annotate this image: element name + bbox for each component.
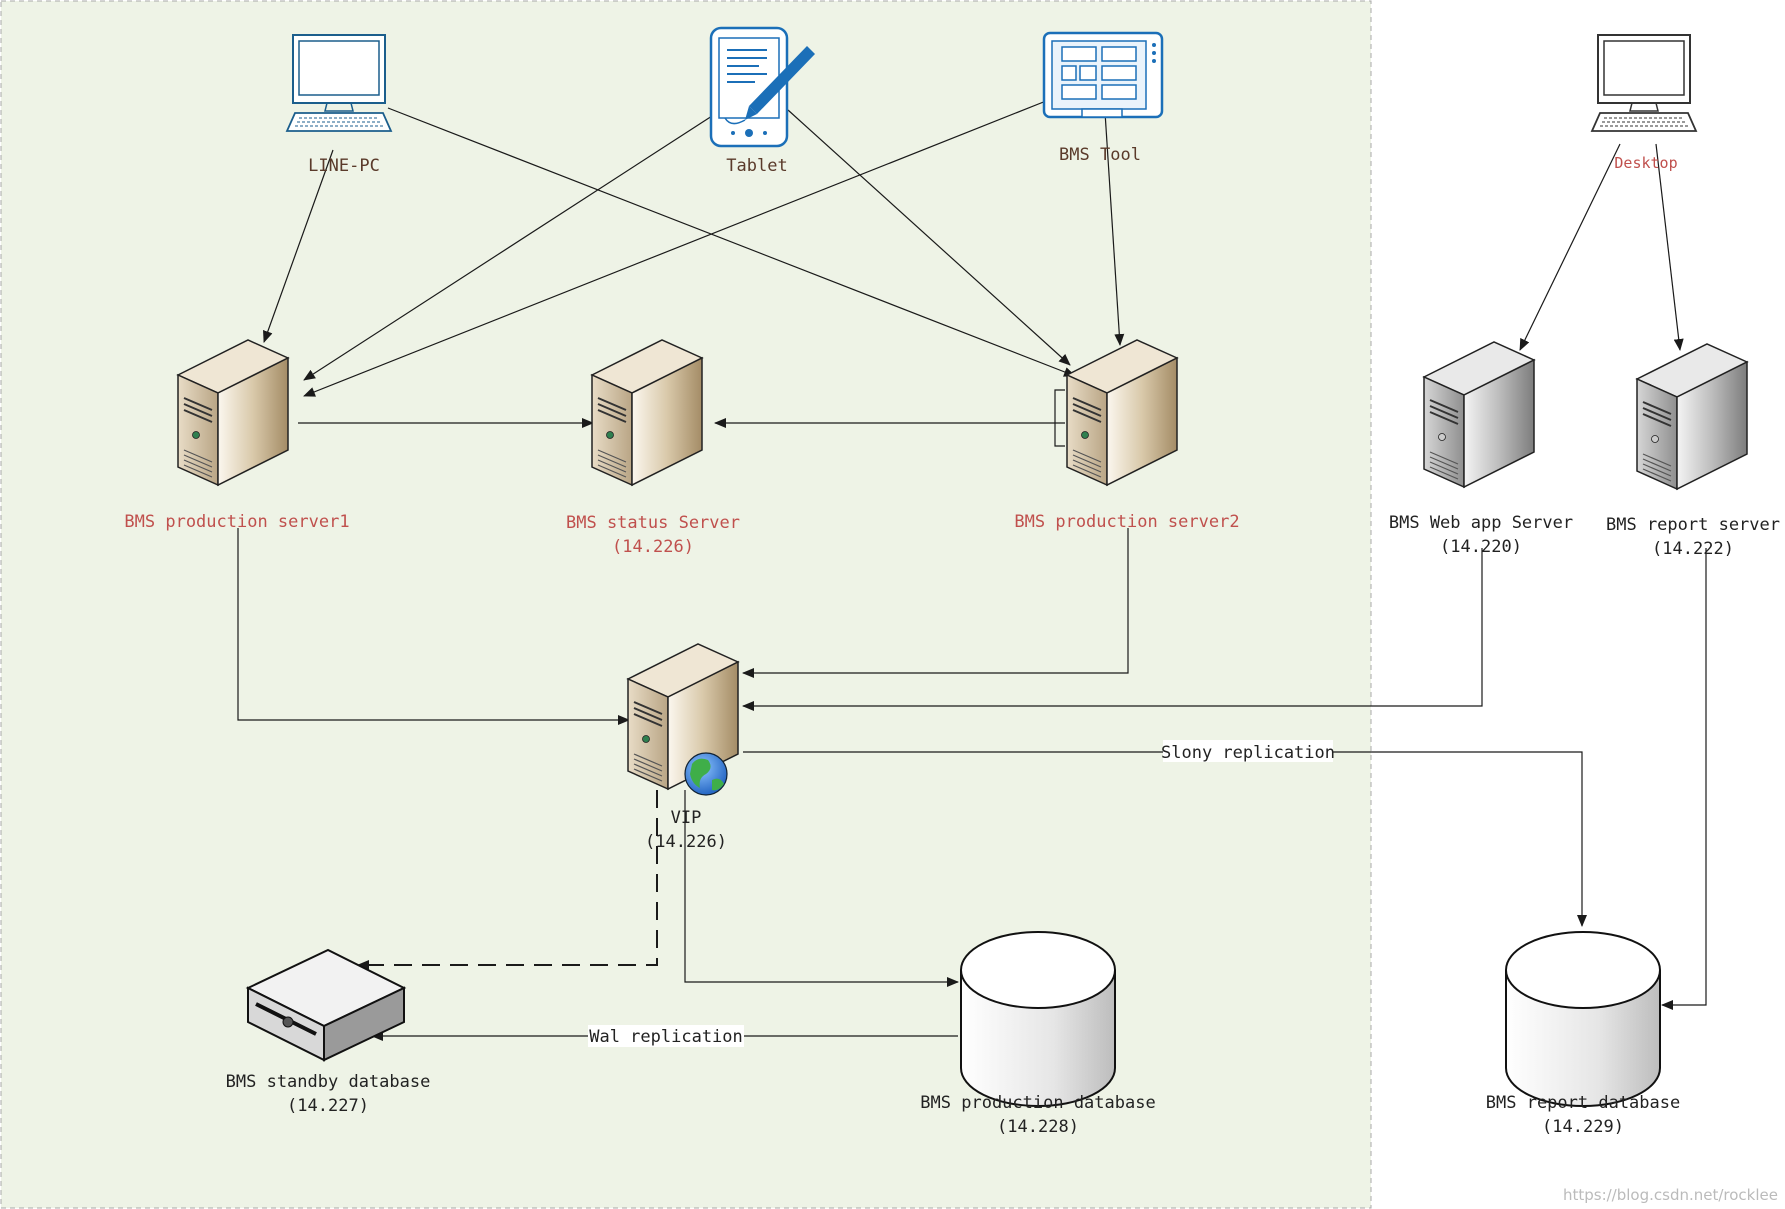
prod-server1-label: BMS production server1 bbox=[124, 512, 349, 532]
report-server-ip: (14.222) bbox=[1652, 539, 1734, 559]
webapp-server-ip: (14.220) bbox=[1440, 537, 1522, 557]
edge-server2-vip bbox=[742, 528, 1129, 678]
report-db-node[interactable]: BMS report database (14.229) bbox=[1486, 931, 1680, 1137]
edge-server2-status-bracket bbox=[1054, 389, 1065, 447]
edge-tool-server1 bbox=[303, 100, 1047, 397]
report-server-label: BMS report server bbox=[1606, 515, 1780, 535]
edge-reportserver-reportdb bbox=[1661, 548, 1707, 1010]
prod-db-node[interactable]: BMS production database (14.228) bbox=[920, 931, 1156, 1137]
webapp-server-node[interactable]: BMS Web app Server (14.220) bbox=[1389, 341, 1573, 557]
tablet-node[interactable]: Tablet bbox=[709, 26, 815, 176]
slony-label-bg bbox=[1163, 740, 1333, 762]
edge-linepc-server1 bbox=[263, 149, 334, 343]
tablet-label: Tablet bbox=[726, 156, 787, 176]
edge-desktop-webapp bbox=[1519, 143, 1621, 351]
edges bbox=[237, 100, 1707, 1041]
database-cylinder-icon bbox=[960, 931, 1116, 1107]
desktop-label: Desktop bbox=[1614, 154, 1677, 172]
edge-server1-vip bbox=[237, 528, 630, 725]
line-pc-node[interactable]: LINE-PC bbox=[286, 34, 392, 176]
wal-label-bg bbox=[588, 1025, 744, 1047]
report-db-label: BMS report database bbox=[1486, 1093, 1680, 1113]
wal-replication-label: Wal replication bbox=[589, 1027, 743, 1047]
server-tower-icon bbox=[1636, 343, 1748, 490]
desktop-computer-icon bbox=[286, 34, 392, 132]
tool-window-icon bbox=[1042, 31, 1164, 119]
status-server-ip: (14.226) bbox=[612, 537, 694, 557]
vip-node[interactable]: VIP (14.226) bbox=[627, 643, 739, 852]
watermark-text: https://blog.csdn.net/rocklee bbox=[1563, 1186, 1778, 1204]
desktop-computer-icon bbox=[1591, 34, 1697, 132]
status-server-node[interactable]: BMS status Server (14.226) bbox=[566, 339, 740, 557]
web-server-globe-icon bbox=[627, 643, 739, 796]
server-tower-icon bbox=[1423, 341, 1535, 488]
standby-db-label: BMS standby database bbox=[226, 1072, 431, 1092]
edge-tablet-server1 bbox=[303, 115, 713, 381]
edge-vip-standby bbox=[357, 790, 658, 970]
edge-linepc-server2 bbox=[387, 107, 1076, 377]
prod-server2-label: BMS production server2 bbox=[1014, 512, 1239, 532]
desktop-node[interactable]: Desktop bbox=[1591, 34, 1697, 172]
tablet-pen-icon bbox=[709, 26, 815, 148]
status-server-label: BMS status Server bbox=[566, 513, 740, 533]
webapp-server-label: BMS Web app Server bbox=[1389, 513, 1573, 533]
report-server-node[interactable]: BMS report server (14.222) bbox=[1606, 343, 1780, 559]
vip-ip: (14.226) bbox=[645, 832, 727, 852]
database-cylinder-icon bbox=[1505, 931, 1661, 1107]
left-panel bbox=[0, 0, 1372, 1209]
edge-vip-proddb bbox=[684, 790, 959, 987]
prod-server2-node[interactable]: BMS production server2 bbox=[1014, 339, 1240, 532]
standby-db-ip: (14.227) bbox=[287, 1096, 369, 1116]
edge-webapp-vip bbox=[742, 548, 1483, 711]
edge-desktop-reportserver bbox=[1655, 143, 1684, 351]
slony-replication-label: Slony replication bbox=[1161, 743, 1335, 763]
edge-vip-reportdb bbox=[743, 751, 1587, 927]
storage-device-icon bbox=[245, 948, 407, 1062]
line-pc-label: LINE-PC bbox=[308, 156, 380, 176]
standby-db-node[interactable]: BMS standby database (14.227) bbox=[226, 948, 431, 1116]
bms-tool-label: BMS Tool bbox=[1059, 145, 1141, 165]
edge-tool-server2 bbox=[1104, 111, 1125, 346]
prod-db-ip: (14.228) bbox=[997, 1117, 1079, 1137]
prod-server1-node[interactable]: BMS production server1 bbox=[124, 339, 350, 532]
report-db-ip: (14.229) bbox=[1542, 1117, 1624, 1137]
edge-tablet-server2 bbox=[787, 109, 1071, 366]
prod-db-label: BMS production database bbox=[920, 1093, 1155, 1113]
vip-label: VIP bbox=[671, 808, 702, 828]
bms-tool-node[interactable]: BMS Tool bbox=[1042, 31, 1164, 165]
